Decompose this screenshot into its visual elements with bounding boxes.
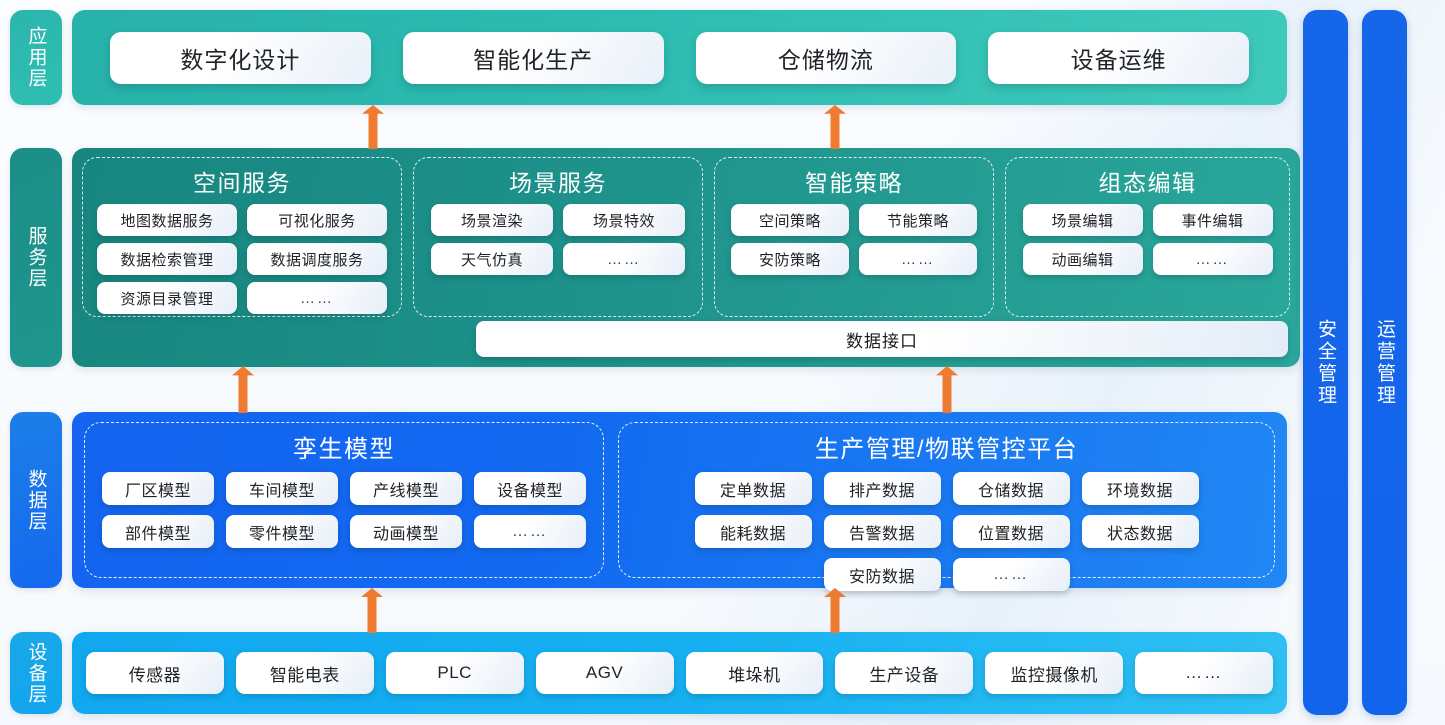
data-layer-tag: 数据层	[10, 412, 62, 588]
data-layer-row: 数据层 孪生模型 厂区模型 车间模型 产线模型 设备模型 部件模型 零件模型 动…	[10, 412, 1287, 591]
service-group-strategy-title: 智能策略	[805, 170, 903, 196]
app-card-intelligent-production[interactable]: 智能化生产	[402, 31, 664, 84]
chip-configuration-more[interactable]: ……	[1152, 243, 1273, 275]
chip-workshop-model[interactable]: 车间模型	[226, 472, 338, 505]
chip-security-data[interactable]: 安防数据	[823, 558, 941, 591]
chip-warehouse-data[interactable]: 仓储数据	[952, 472, 1070, 505]
chip-location-data[interactable]: 位置数据	[952, 515, 1070, 548]
arrow-data-to-service-right	[936, 366, 958, 413]
device-chip-production-equipment[interactable]: 生产设备	[835, 652, 974, 694]
application-layer-row: 应用层 数字化设计 智能化生产 仓储物流 设备运维	[10, 10, 1287, 105]
data-group-twin-model: 孪生模型 厂区模型 车间模型 产线模型 设备模型 部件模型 零件模型 动画模型 …	[84, 422, 604, 578]
chip-scene-rendering[interactable]: 场景渲染	[431, 204, 553, 236]
data-group-production-iot-platform-title: 生产管理/物联管控平台	[814, 436, 1079, 463]
device-chip-sensor[interactable]: 传感器	[86, 652, 224, 694]
chip-order-data[interactable]: 定单数据	[694, 472, 812, 505]
chip-weather-simulation[interactable]: 天气仿真	[431, 243, 553, 275]
chip-energy-saving-strategy[interactable]: 节能策略	[859, 204, 977, 236]
chip-equipment-model[interactable]: 设备模型	[474, 472, 586, 505]
service-group-configuration-items: 场景编辑 事件编辑 动画编辑 ……	[1018, 204, 1277, 275]
pillar-security-management[interactable]: 安全管理	[1303, 10, 1348, 715]
service-layer-body: 空间服务 地图数据服务 可视化服务 数据检索管理 数据调度服务 资源目录管理 ……	[72, 148, 1300, 367]
service-group-strategy-items: 空间策略 节能策略 安防策略 ……	[727, 204, 981, 275]
pillar-operation-management[interactable]: 运营管理	[1362, 10, 1407, 715]
chip-spatial-strategy[interactable]: 空间策略	[731, 204, 849, 236]
service-group-configuration-title: 组态编辑	[1098, 170, 1197, 196]
chip-strategy-more[interactable]: ……	[859, 243, 977, 275]
app-card-warehouse-logistics[interactable]: 仓储物流	[695, 31, 957, 84]
chip-component-model[interactable]: 部件模型	[102, 515, 214, 548]
arrow-device-to-data-left	[361, 588, 383, 633]
device-chip-smart-meter[interactable]: 智能电表	[235, 652, 374, 694]
service-layer-tag: 服务层	[10, 148, 62, 367]
chip-energy-data[interactable]: 能耗数据	[694, 515, 812, 548]
chip-scene-more[interactable]: ……	[563, 243, 685, 275]
data-layer-body: 孪生模型 厂区模型 车间模型 产线模型 设备模型 部件模型 零件模型 动画模型 …	[72, 412, 1287, 591]
device-layer-body: 传感器 智能电表 PLC AGV 堆垛机 生产设备 监控摄像机 ……	[72, 632, 1287, 714]
chip-visualization-service[interactable]: 可视化服务	[247, 204, 387, 236]
device-chip-plc[interactable]: PLC	[385, 652, 524, 694]
data-interface-bar[interactable]: 数据接口	[476, 321, 1288, 357]
service-group-spatial-items: 地图数据服务 可视化服务 数据检索管理 数据调度服务 资源目录管理 ……	[95, 204, 389, 314]
service-group-spatial-title: 空间服务	[193, 170, 291, 196]
device-layer-tag: 设备层	[10, 632, 62, 714]
chip-part-model[interactable]: 零件模型	[226, 515, 338, 548]
chip-scene-editor[interactable]: 场景编辑	[1022, 204, 1143, 236]
chip-twin-model-more[interactable]: ……	[474, 515, 586, 548]
device-chip-more[interactable]: ……	[1135, 652, 1273, 694]
data-group-twin-model-items: 厂区模型 车间模型 产线模型 设备模型 部件模型 零件模型 动画模型 ……	[97, 472, 591, 548]
service-group-scene-title: 场景服务	[509, 170, 607, 196]
data-group-twin-model-title: 孪生模型	[293, 436, 395, 463]
data-group-production-iot-platform: 生产管理/物联管控平台 定单数据 排产数据 仓储数据 环境数据 能耗数据 告警数…	[618, 422, 1275, 591]
service-group-configuration: 组态编辑 场景编辑 事件编辑 动画编辑 ……	[1005, 157, 1290, 317]
chip-production-line-model[interactable]: 产线模型	[350, 472, 462, 505]
chip-map-data-service[interactable]: 地图数据服务	[97, 204, 237, 236]
service-groups: 空间服务 地图数据服务 可视化服务 数据检索管理 数据调度服务 资源目录管理 ……	[82, 157, 1290, 317]
device-chip-stacker[interactable]: 堆垛机	[685, 652, 824, 694]
chip-resource-catalog-mgmt[interactable]: 资源目录管理	[97, 282, 237, 314]
device-chip-agv[interactable]: AGV	[535, 652, 674, 694]
application-layer-tag: 应用层	[10, 10, 62, 105]
service-group-spatial: 空间服务 地图数据服务 可视化服务 数据检索管理 数据调度服务 资源目录管理 ……	[82, 157, 402, 317]
chip-status-data[interactable]: 状态数据	[1081, 515, 1199, 548]
arrow-device-to-data-right	[824, 588, 846, 633]
chip-animation-editor[interactable]: 动画编辑	[1022, 243, 1143, 275]
arrow-service-to-application-left	[362, 105, 384, 149]
chip-security-strategy[interactable]: 安防策略	[731, 243, 849, 275]
device-chip-surveillance-camera[interactable]: 监控摄像机	[985, 652, 1124, 694]
service-group-scene-items: 场景渲染 场景特效 天气仿真 ……	[426, 204, 690, 275]
chip-environment-data[interactable]: 环境数据	[1081, 472, 1199, 505]
chip-plant-model[interactable]: 厂区模型	[102, 472, 214, 505]
chip-scheduling-data[interactable]: 排产数据	[823, 472, 941, 505]
arrow-service-to-application-right	[824, 105, 846, 149]
service-group-strategy: 智能策略 空间策略 节能策略 安防策略 ……	[714, 157, 994, 317]
chip-animation-model[interactable]: 动画模型	[350, 515, 462, 548]
service-layer-row: 服务层 空间服务 地图数据服务 可视化服务 数据检索管理 数据调度服务 资源目录…	[10, 148, 1300, 367]
data-group-production-iot-platform-items: 定单数据 排产数据 仓储数据 环境数据 能耗数据 告警数据 位置数据 状态数据 …	[631, 472, 1262, 591]
device-layer-row: 设备层 传感器 智能电表 PLC AGV 堆垛机 生产设备 监控摄像机 ……	[10, 632, 1287, 714]
app-card-digital-design[interactable]: 数字化设计	[110, 31, 371, 84]
chip-platform-data-more[interactable]: ……	[952, 558, 1070, 591]
chip-event-editor[interactable]: 事件编辑	[1152, 204, 1273, 236]
chip-data-retrieval-mgmt[interactable]: 数据检索管理	[97, 243, 237, 275]
chip-alarm-data[interactable]: 告警数据	[823, 515, 941, 548]
chip-data-scheduling-service[interactable]: 数据调度服务	[247, 243, 387, 275]
arrow-data-to-service-left	[232, 366, 254, 413]
service-group-scene: 场景服务 场景渲染 场景特效 天气仿真 ……	[413, 157, 703, 317]
app-card-equipment-ops[interactable]: 设备运维	[988, 31, 1249, 84]
chip-spatial-more[interactable]: ……	[247, 282, 387, 314]
application-layer-body: 数字化设计 智能化生产 仓储物流 设备运维	[72, 10, 1287, 105]
chip-scene-effects[interactable]: 场景特效	[563, 204, 685, 236]
